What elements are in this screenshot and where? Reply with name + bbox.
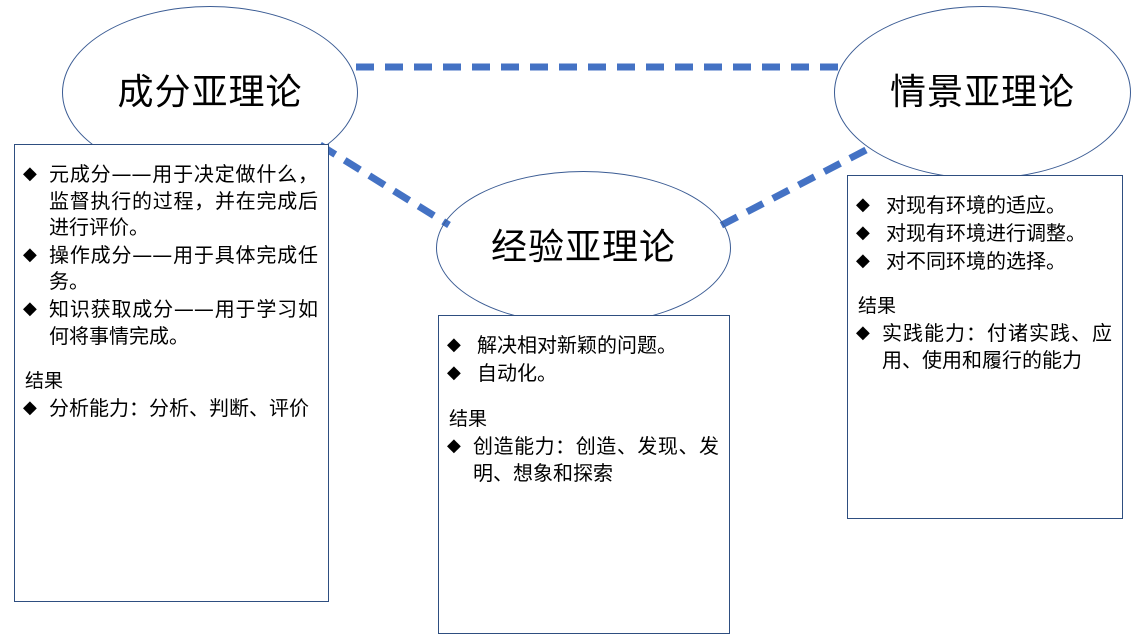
diamond-bullet-icon: ◆ <box>447 334 461 355</box>
list-item: ◆ 对现有环境的适应。 <box>856 192 1112 219</box>
diamond-bullet-icon: ◆ <box>447 362 461 384</box>
node-experience-subtheory-label: 经验亚理论 <box>490 227 676 269</box>
diamond-bullet-icon: ◆ <box>23 243 37 265</box>
list-item: ◆ 自动化。 <box>447 360 719 387</box>
detail-box-context: ◆ 对现有环境的适应。 ◆ 对现有环境进行调整。 ◆ 对不同环境的选择。 结果 … <box>847 175 1123 519</box>
component-result-list: ◆ 分析能力：分析、判断、评价 <box>23 395 318 422</box>
connector-context-experience <box>714 146 868 232</box>
node-component-subtheory-label: 成分亚理论 <box>117 71 303 113</box>
list-item: ◆ 对不同环境的选择。 <box>856 248 1112 275</box>
list-item: ◆ 知识获取成分——用于学习如何将事情完成。 <box>23 296 318 349</box>
list-item: ◆ 创造能力：创造、发现、发明、想象和探索 <box>447 433 719 487</box>
list-item-text: 对现有环境进行调整。 <box>886 220 1086 245</box>
spacer <box>856 275 1112 295</box>
diamond-bullet-icon: ◆ <box>856 322 870 344</box>
list-item-text: 解决相对新颖的问题。 <box>477 333 677 357</box>
diamond-bullet-icon: ◆ <box>856 221 870 243</box>
list-item: ◆ 实践能力：付诸实践、应用、使用和履行的能力 <box>856 320 1112 374</box>
list-item-text: 知识获取成分——用于学习如何将事情完成。 <box>49 296 318 348</box>
list-item-text: 分析能力：分析、判断、评价 <box>49 395 309 420</box>
list-item-text: 对不同环境的选择。 <box>886 248 1066 273</box>
connector-component-experience <box>318 142 451 228</box>
list-item-text: 自动化。 <box>477 361 557 386</box>
spacer <box>447 388 719 408</box>
list-item: ◆ 分析能力：分析、判断、评价 <box>23 395 318 422</box>
diamond-bullet-icon: ◆ <box>23 163 37 184</box>
list-item: ◆ 元成分——用于决定做什么，监督执行的过程，并在完成后进行评价。 <box>23 161 318 241</box>
detail-box-experience: ◆ 解决相对新颖的问题。 ◆ 自动化。 结果 ◆ 创造能力：创造、发现、发明、想… <box>438 315 730 634</box>
context-bullet-list: ◆ 对现有环境的适应。 ◆ 对现有环境进行调整。 ◆ 对不同环境的选择。 <box>856 192 1112 274</box>
diamond-bullet-icon: ◆ <box>23 297 37 319</box>
node-context-subtheory[interactable]: 情景亚理论 <box>834 6 1131 179</box>
list-item-text: 对现有环境的适应。 <box>886 193 1066 217</box>
context-result-heading: 结果 <box>858 295 897 318</box>
node-experience-subtheory[interactable]: 经验亚理论 <box>436 171 731 325</box>
list-item: ◆ 解决相对新颖的问题。 <box>447 332 719 359</box>
diamond-bullet-icon: ◆ <box>856 249 870 271</box>
diamond-bullet-icon: ◆ <box>447 435 461 457</box>
list-item: ◆ 对现有环境进行调整。 <box>856 220 1112 247</box>
experience-bullet-list: ◆ 解决相对新颖的问题。 ◆ 自动化。 <box>447 332 719 387</box>
node-context-subtheory-label: 情景亚理论 <box>889 71 1075 113</box>
detail-box-component: ◆ 元成分——用于决定做什么，监督执行的过程，并在完成后进行评价。 ◆ 操作成分… <box>14 144 329 602</box>
list-item-text: 实践能力：付诸实践、应用、使用和履行的能力 <box>882 321 1112 372</box>
list-item-text: 创造能力：创造、发现、发明、想象和探索 <box>473 434 719 486</box>
experience-result-list: ◆ 创造能力：创造、发现、发明、想象和探索 <box>447 433 719 487</box>
context-result-list: ◆ 实践能力：付诸实践、应用、使用和履行的能力 <box>856 320 1112 374</box>
spacer <box>23 350 318 370</box>
component-result-heading: 结果 <box>25 370 64 393</box>
list-item-text: 操作成分——用于具体完成任务。 <box>49 242 318 294</box>
diamond-bullet-icon: ◆ <box>856 194 870 215</box>
experience-result-heading: 结果 <box>449 408 488 431</box>
list-item-text: 元成分——用于决定做什么，监督执行的过程，并在完成后进行评价。 <box>49 162 318 240</box>
list-item: ◆ 操作成分——用于具体完成任务。 <box>23 242 318 295</box>
component-bullet-list: ◆ 元成分——用于决定做什么，监督执行的过程，并在完成后进行评价。 ◆ 操作成分… <box>23 161 318 349</box>
diamond-bullet-icon: ◆ <box>23 396 37 418</box>
